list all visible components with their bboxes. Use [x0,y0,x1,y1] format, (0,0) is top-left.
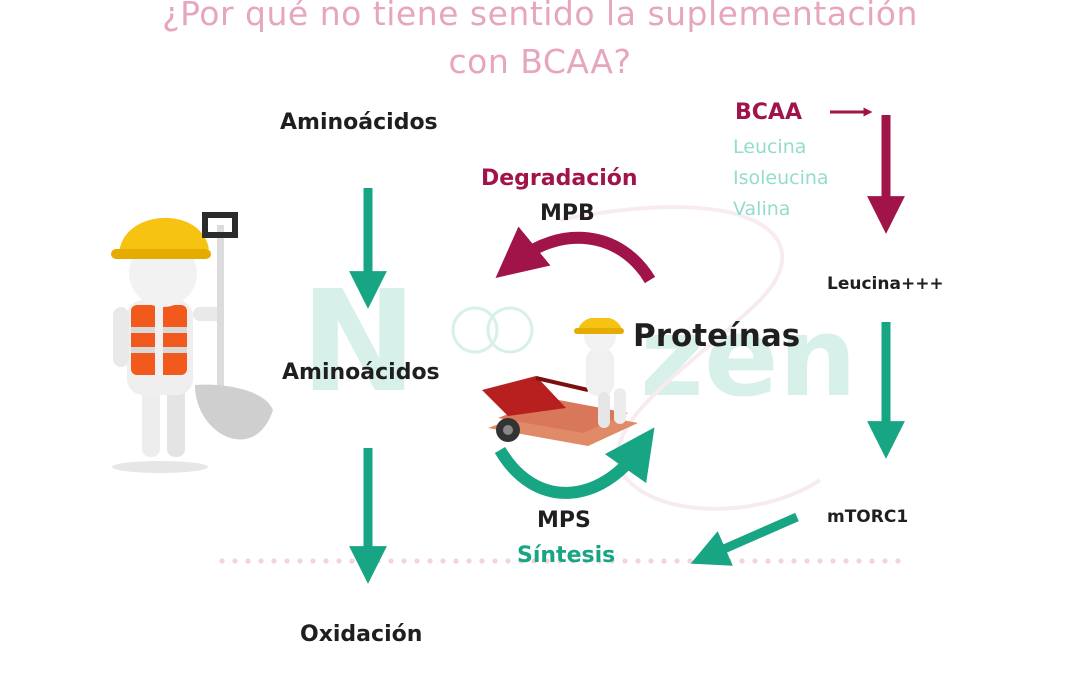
degradation-label: Degradación [481,166,638,191]
bcaa-item-leucine: Leucina [733,136,807,158]
divider-dot [518,558,524,564]
synthesis-label: Síntesis [517,543,616,568]
aminoacids-middle-label: Aminoácidos [282,360,440,385]
bcaa-item-isoleucine: Isoleucina [733,167,829,189]
oxidation-label: Oxidación [300,622,423,647]
divider-dot [505,558,511,564]
divider-dot [271,558,277,564]
divider-dot [466,558,472,564]
divider-dot [869,558,875,564]
divider-dot [895,558,901,564]
divider-dot [258,558,264,564]
divider-dot [804,558,810,564]
divider-dot [388,558,394,564]
divider-dot [492,558,498,564]
divider-dot [791,558,797,564]
divider-dot [453,558,459,564]
watermark-logo: N zen [300,205,857,511]
divider-dot [440,558,446,564]
dotted-divider [219,558,901,564]
divider-dot [427,558,433,564]
divider-dot [336,558,342,564]
divider-dot [401,558,407,564]
divider-dot [843,558,849,564]
mps-label: MPS [537,508,591,533]
leucine-label: Leucina+++ [827,274,944,294]
divider-dot [323,558,329,564]
divider-dot [531,558,537,564]
divider-dot [310,558,316,564]
divider-dot [661,558,667,564]
divider-dot [882,558,888,564]
divider-dot [219,558,225,564]
proteins-label: Proteínas [633,318,801,354]
divider-dot [596,558,602,564]
divider-dot [284,558,290,564]
divider-dot [609,558,615,564]
aminoacids-top-label: Aminoácidos [280,110,438,135]
divider-dot [583,558,589,564]
divider-dot [648,558,654,564]
arrow-synthesis-curve [494,427,655,499]
bcaa-item-valine: Valina [733,198,791,220]
mtorc1-label: mTORC1 [827,507,909,527]
divider-dot [635,558,641,564]
divider-dot [557,558,563,564]
divider-dot [232,558,238,564]
title-line-1: ¿Por qué no tiene sentido la suplementac… [162,0,918,33]
svg-text:zen: zen [640,293,857,421]
divider-dot [765,558,771,564]
divider-dot [544,558,550,564]
arrow-mtorc1-to-synthesis [690,512,799,566]
bcaa-label: BCAA [735,100,802,125]
divider-dot [830,558,836,564]
arrow-degradation-curve [495,226,656,284]
divider-dot [739,558,745,564]
divider-dot [414,558,420,564]
divider-dot [245,558,251,564]
divider-dot [297,558,303,564]
divider-dot [674,558,680,564]
title-line-2: con BCAA? [448,42,632,81]
construction-worker-wheelbarrow-icon [482,318,638,446]
divider-dot [817,558,823,564]
divider-dot [752,558,758,564]
divider-dot [622,558,628,564]
divider-dot [778,558,784,564]
divider-dot [479,558,485,564]
divider-dot [856,558,862,564]
construction-worker-shovel-icon [111,212,273,473]
divider-dot [570,558,576,564]
mpb-label: MPB [540,201,595,226]
